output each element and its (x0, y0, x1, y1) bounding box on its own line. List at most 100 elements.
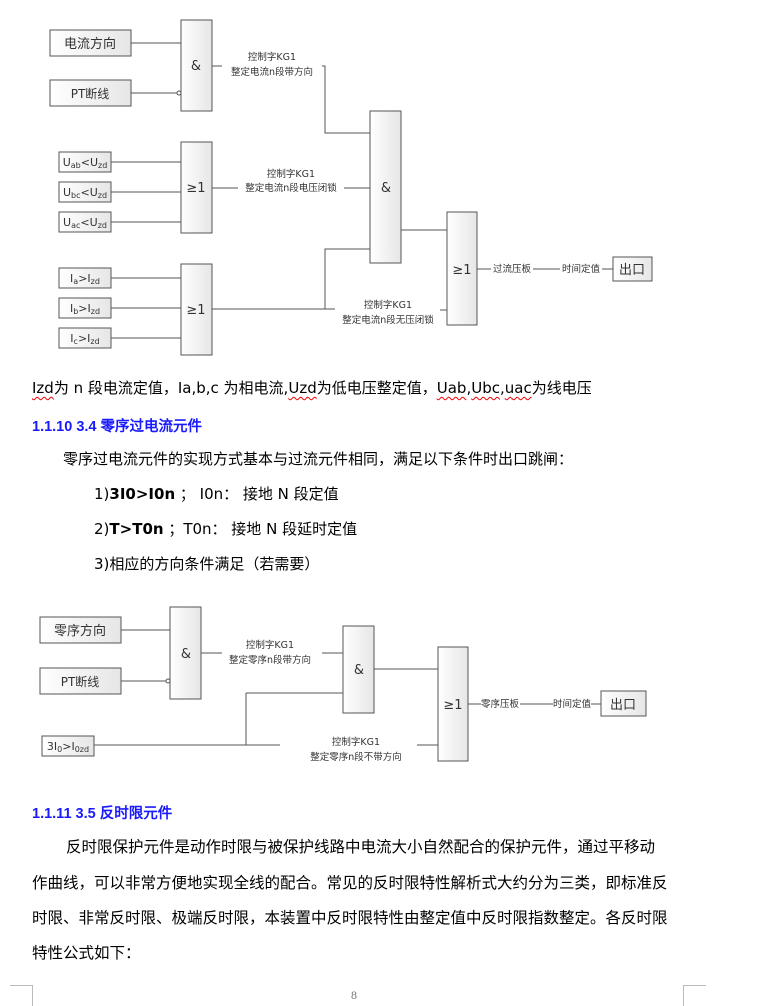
diagram-block (58, 297, 112, 319)
diagram-label: <U (80, 216, 97, 229)
diagram-block (58, 267, 112, 289)
diagram-wire: 零序方向 PT断线 & & ≥1 出口 (54, 623, 636, 713)
diagram-label: Uac<Uzd (63, 216, 107, 230)
diagram-label: zd (91, 307, 100, 316)
diagram-label: ac (71, 221, 80, 230)
input-box-current-direction (49, 29, 132, 57)
margin-mark (683, 985, 706, 1006)
diagram-label: & (191, 59, 201, 74)
and-gate-1 (180, 19, 213, 112)
diagram-wire: 电流方向 PT断线 (64, 36, 116, 101)
diagram-label: <U (81, 156, 98, 169)
diagram-label: 3I0>I0zd (47, 740, 89, 754)
diagram-label: 过流压板 (493, 263, 532, 275)
diagram-wire: 控制字KG1 整定零序n段带方向 控制字KG1 整定零序n段不带方向 零序压板 … (229, 639, 592, 763)
diagram-block (58, 211, 112, 233)
diagram-label: >I (78, 332, 90, 345)
diagram-label: zd (98, 161, 107, 170)
or-gate-zero (437, 646, 469, 762)
diagram-label: zd (90, 337, 99, 346)
inversion-bubble (165, 678, 171, 684)
diagram-label: 出口 (610, 698, 636, 713)
list-item: 2)T>T0n ；T0n： 接地 N 段延时定值 (94, 520, 358, 538)
diagram-label: I (70, 272, 73, 285)
diagram-label: 控制字KG1 (364, 299, 412, 311)
and-gate-zero-2 (342, 625, 375, 714)
paragraph: 零序过电流元件的实现方式基本与过流元件相同，满足以下条件时出口跳闸： (63, 450, 574, 468)
list-item: 3)相应的方向条件满足（若需要） (94, 555, 320, 573)
diagram-block (41, 735, 95, 757)
diagram-label: a (73, 277, 78, 286)
paragraph-line: 特性公式如下： (32, 944, 141, 962)
diagram-label: 整定电流n段带方向 (231, 66, 313, 78)
diagram-label: ≥1 (452, 263, 471, 278)
diagram-label: 控制字KG1 (332, 736, 380, 748)
paragraph-line: 作曲线，可以非常方便地实现全线的配合。常见的反时限特性解析式大约分为三类，即标准… (32, 874, 668, 892)
diagram-wire: 控制字KG1 整定电流n段带方向 控制字KG1 整定电流n段电压闭锁 控制字KG… (231, 51, 601, 326)
diagram-label: c (74, 337, 78, 346)
variable-legend: Izd为 n 段电流定值，Ia,b,c 为相电流,Uzd为低电压整定值，Uab,… (32, 379, 592, 397)
diagram-label: 整定零序n段不带方向 (310, 751, 402, 763)
diagram-label: Ia>Izd (70, 272, 100, 286)
diagram-label: I (70, 302, 73, 315)
diagram-label: 控制字KG1 (246, 639, 294, 651)
diagram-label: 0 (57, 745, 62, 754)
inversion-bubble (176, 90, 182, 96)
or-gate-output (446, 211, 478, 326)
diagram-label: ≥1 (443, 698, 462, 713)
diagram-block (58, 327, 112, 349)
or-gate-voltage (180, 141, 213, 234)
diagram-block (39, 616, 122, 644)
diagram-wire: & ≥1 ≥1 & ≥1 出口 (186, 59, 645, 318)
diagram-wire (131, 42, 613, 311)
diagram-label: ≥1 (186, 303, 205, 318)
output-box-zero (600, 690, 647, 717)
diagram-label: zd (98, 191, 107, 200)
diagram-label: zd (98, 221, 107, 230)
diagram-label: Ib>Izd (70, 302, 100, 316)
input-label: PT断线 (71, 86, 110, 101)
and-gate-2 (369, 110, 402, 264)
diagram-block (58, 181, 112, 203)
diagram-label: Ic>Izd (70, 332, 99, 346)
diagram-label: 时间定值 (562, 263, 601, 275)
diagram-label: b (73, 307, 78, 316)
diagram-label: PT断线 (61, 674, 100, 689)
diagram-label: 控制字KG1 (267, 168, 315, 180)
list-item: 1)3I0>I0n ； I0n： 接地 N 段定值 (94, 485, 339, 503)
diagram-wire: Uab<Uzd Ubc<Uzd Uac<Uzd Ia>Izd Ib>Izd Ic… (63, 156, 108, 346)
input-box-pt-break (49, 79, 132, 107)
diagram-label: 3I (47, 740, 57, 753)
diagram-wire (111, 161, 181, 339)
diagram-label: 零序压板 (481, 698, 520, 710)
diagram-label: zd (91, 277, 100, 286)
diagram-label: <U (80, 186, 97, 199)
output-label: 出口 (619, 263, 645, 278)
diagram-label: >I (78, 272, 90, 285)
diagram-block (58, 151, 112, 173)
or-gate-current (180, 263, 213, 356)
diagram-wire (165, 90, 182, 684)
diagram-label: ab (71, 161, 81, 170)
diagram-label: U (63, 216, 71, 229)
page-number: 8 (351, 988, 357, 1002)
diagram-label: ≥1 (186, 181, 205, 196)
diagram-label: U (63, 186, 71, 199)
diagram-label: & (354, 663, 364, 678)
diagram-label: Ubc<Uzd (63, 186, 107, 200)
diagram-label: Uab<Uzd (63, 156, 108, 170)
diagram-block (39, 667, 122, 695)
diagram-label: 时间定值 (553, 698, 592, 710)
diagram-label: 整定电流n段无压闭锁 (342, 314, 434, 326)
paragraph-line: 时限、非常反时限、极端反时限，本装置中反时限特性由整定值中反时限指数整定。各反时… (32, 909, 668, 927)
diagram-label: >I (78, 302, 90, 315)
diagram-label: 整定电流n段电压闭锁 (245, 182, 337, 194)
diagram-label: 整定零序n段带方向 (229, 654, 311, 666)
diagram-wire (39, 19, 653, 762)
diagram-label: bc (71, 191, 80, 200)
diagram-wire (94, 629, 601, 746)
diagram-label: & (181, 647, 191, 662)
section-heading: 1.1.11 3.5 反时限元件 (32, 806, 173, 822)
diagram-label: I (70, 332, 73, 345)
